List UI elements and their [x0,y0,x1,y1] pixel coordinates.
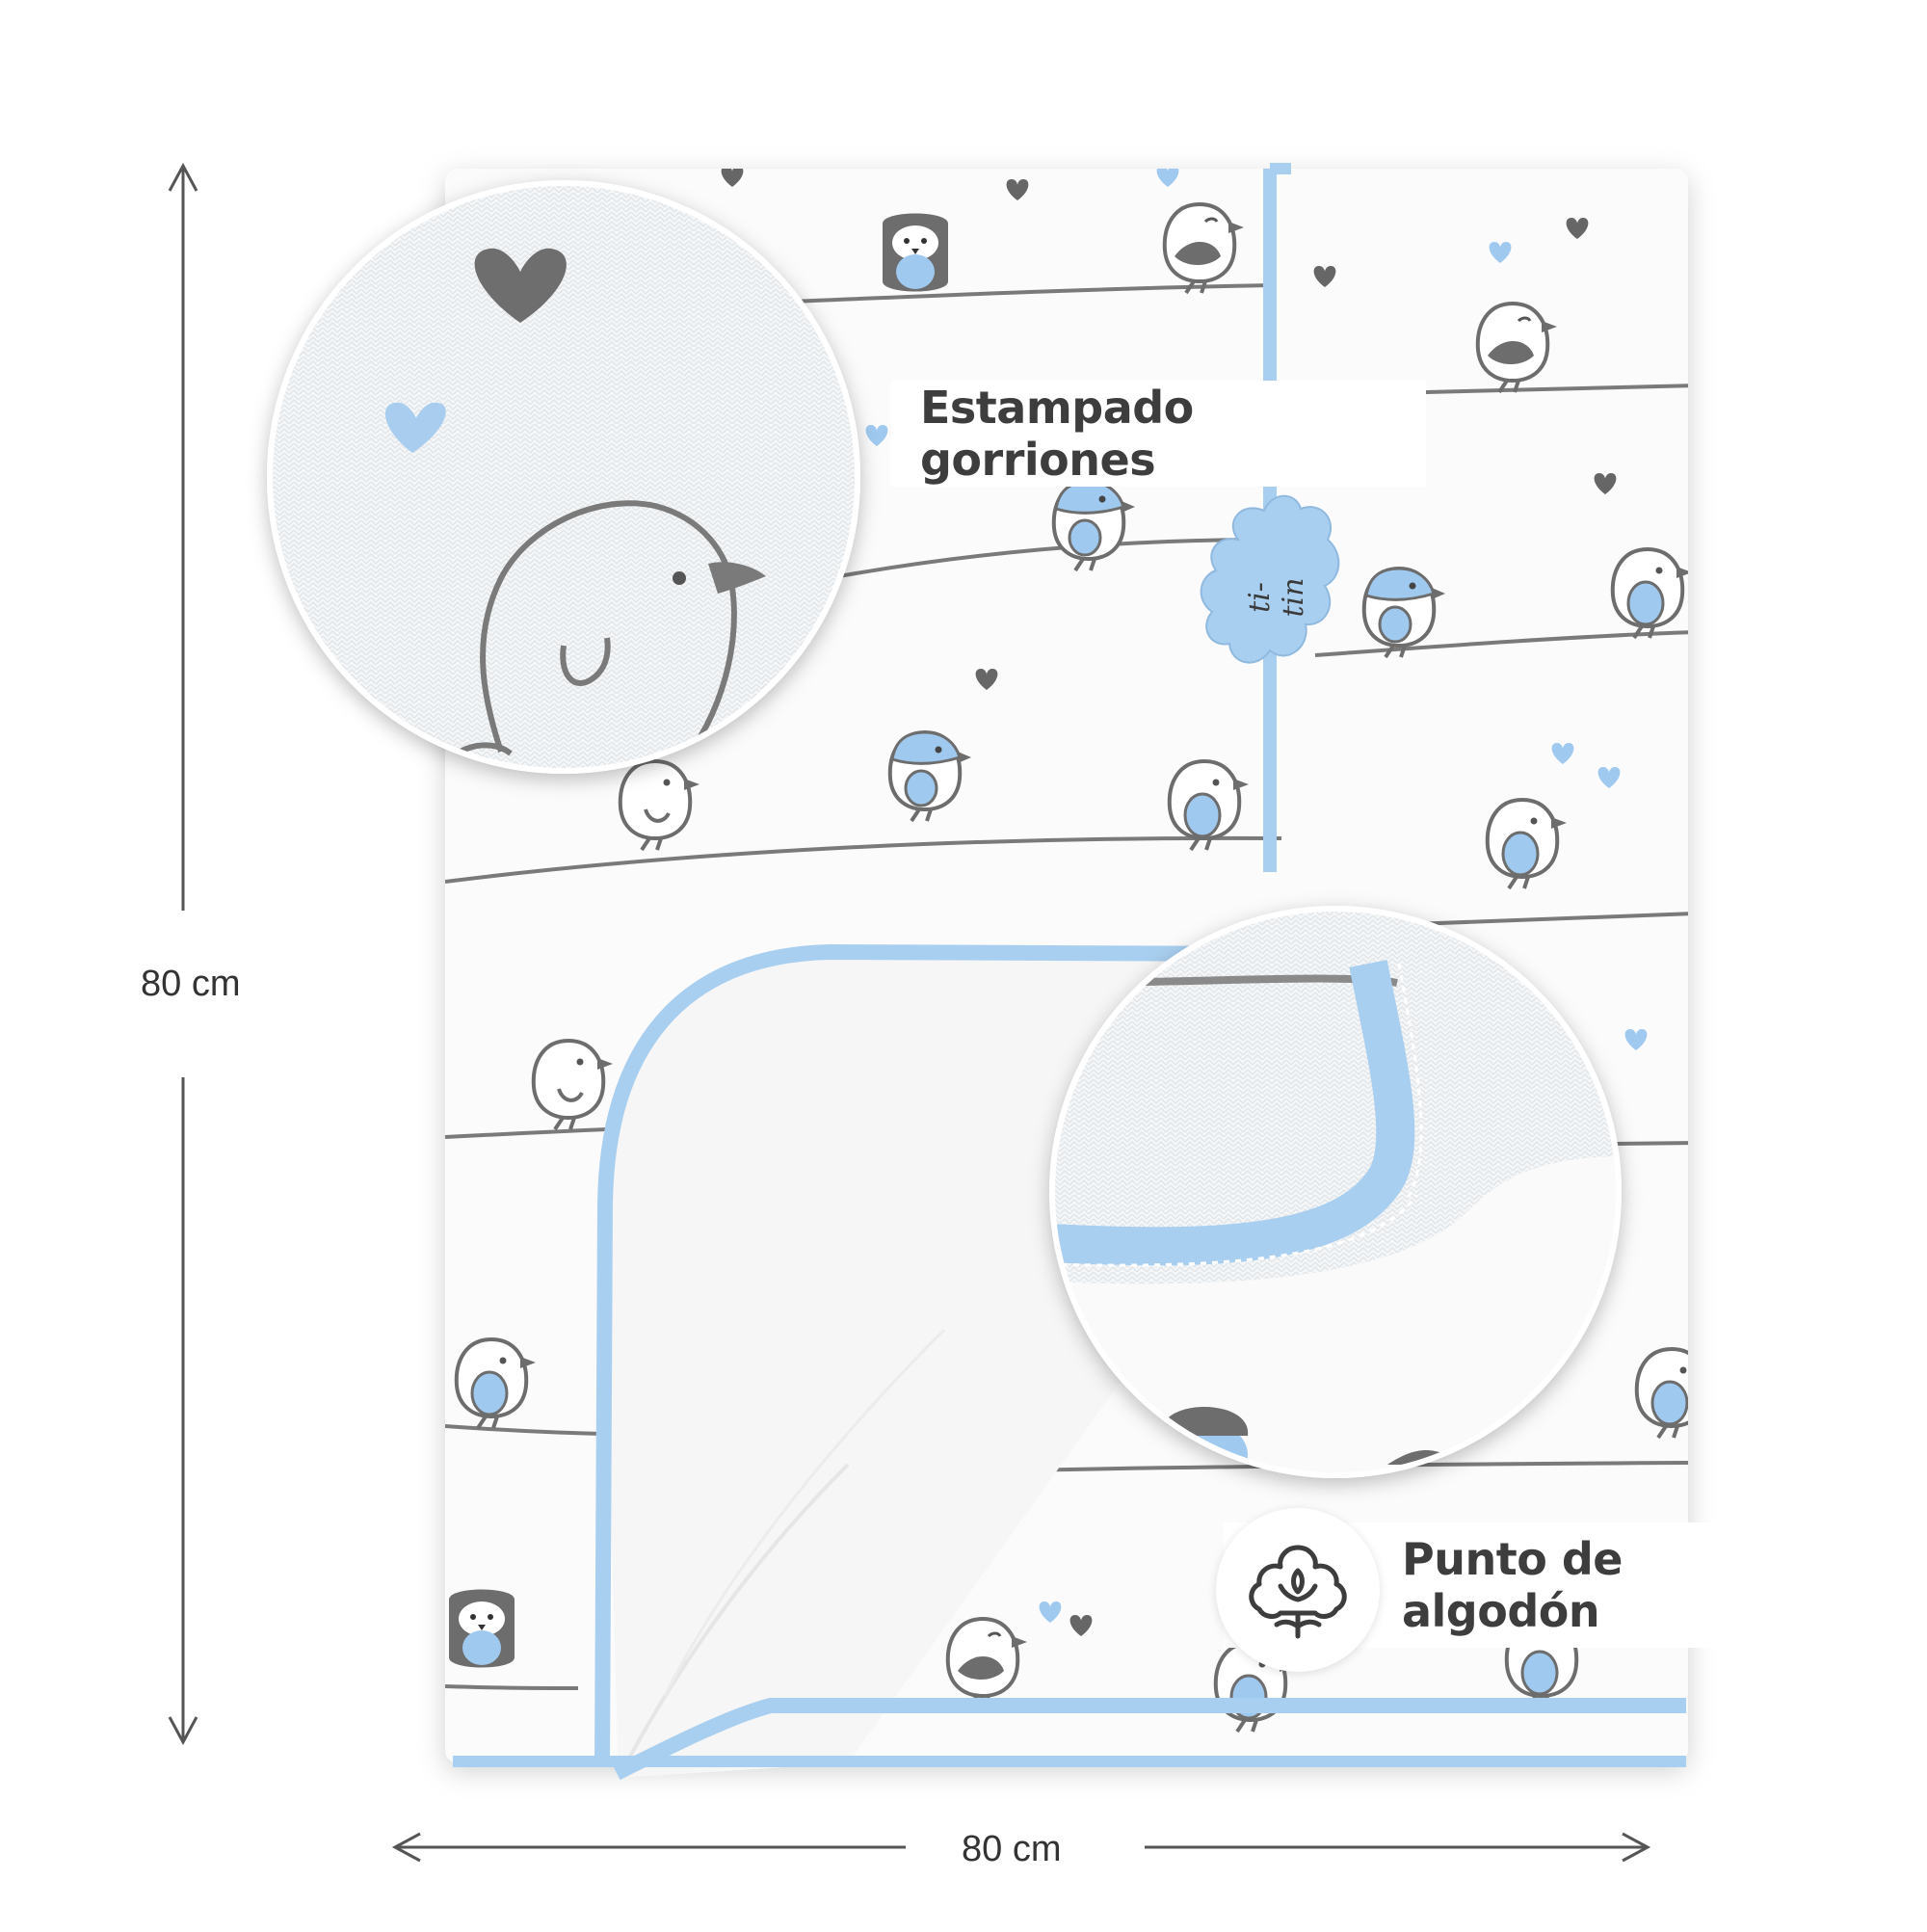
width-dimension-arrow [391,1832,1651,1863]
height-label: 80 cm [135,964,247,1005]
height-dimension-arrow [168,162,198,1746]
print-callout: Estampado gorriones [891,381,1426,487]
brand-tag-text: ti-tin [1243,577,1310,618]
brand-tag [1200,494,1340,664]
material-callout-text: Punto de algodón [1402,1533,1623,1637]
width-label: 80 cm [956,1829,1068,1870]
cotton-flower-icon [1216,1508,1380,1672]
print-callout-text: Estampado gorriones [920,382,1194,486]
